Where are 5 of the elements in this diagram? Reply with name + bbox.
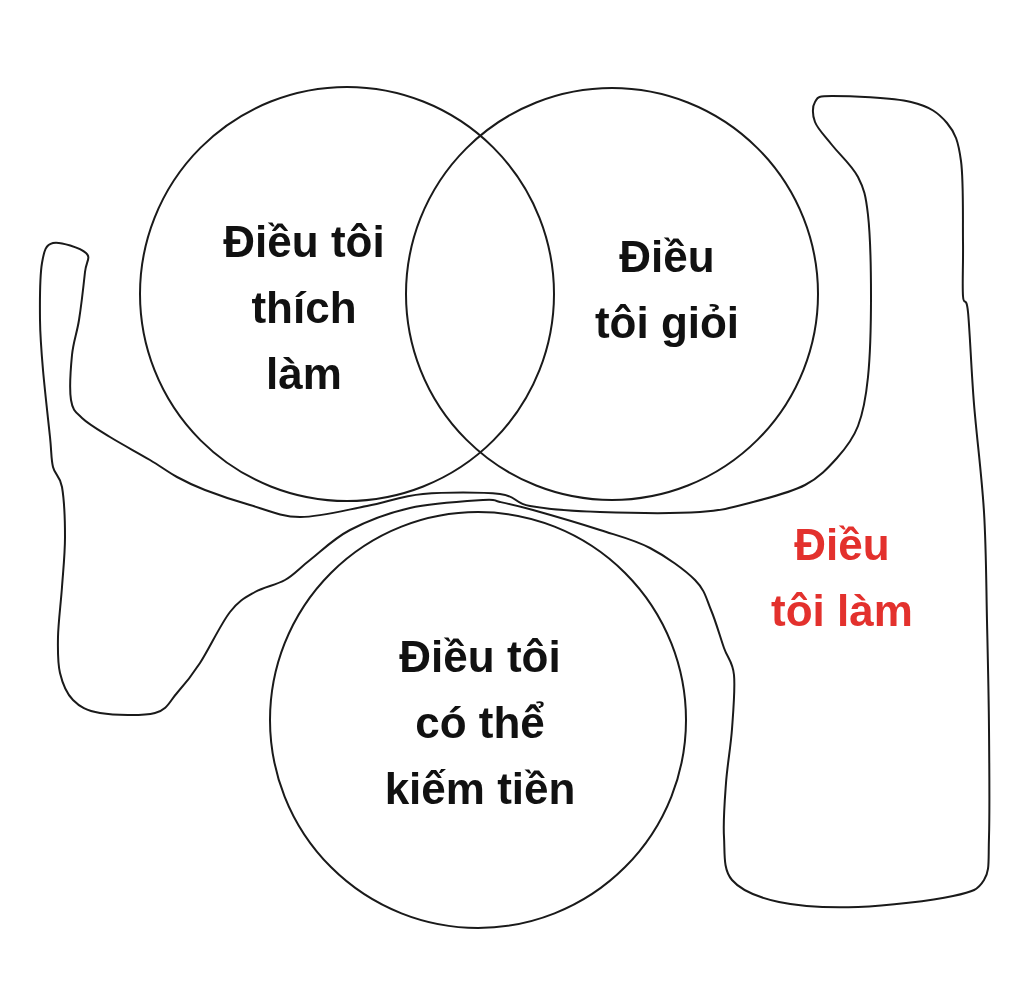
circle-label: Điều tôi có thể kiếm tiền [383, 631, 577, 815]
circle-label: Điều tôi giỏi [593, 231, 741, 349]
circle-label: Điều tôi thích làm [222, 216, 386, 400]
region-label: Điều tôi làm [770, 519, 914, 637]
freeform-region [39, 95, 990, 908]
